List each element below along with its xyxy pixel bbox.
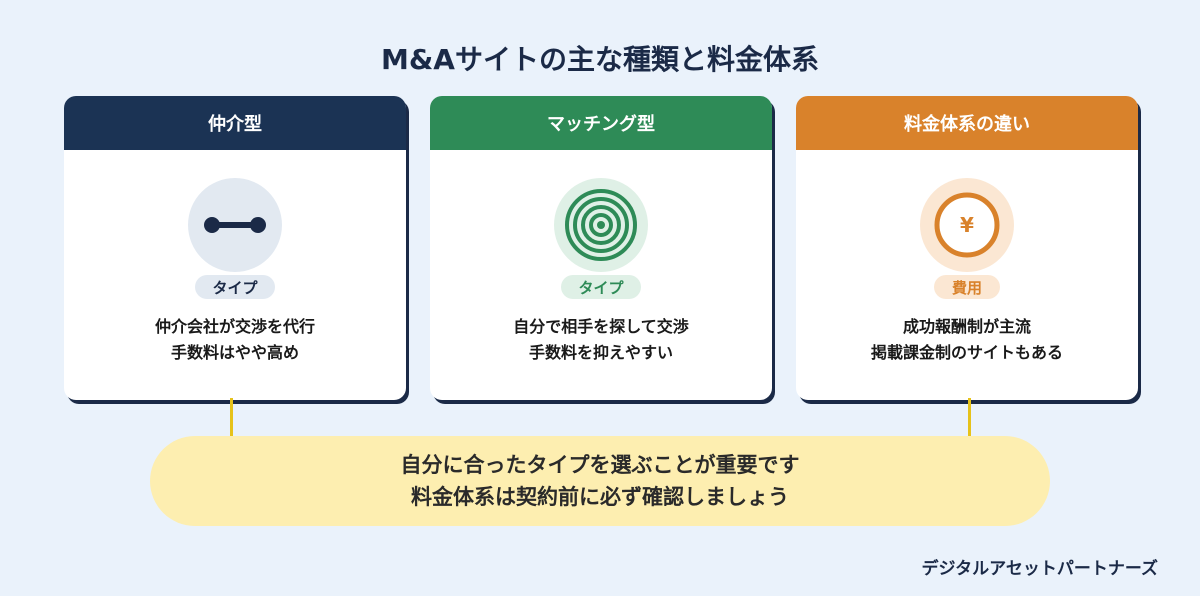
type-pill: タイプ <box>195 275 275 299</box>
card-description: 成功報酬制が主流 掲載課金制のサイトもある <box>796 314 1138 366</box>
card-header-label: マッチング型 <box>547 114 655 135</box>
card-header: 仲介型 <box>64 96 406 150</box>
card-matching-type: マッチング型 タイプ 自分で相手を探して交渉 手数料を抑えやすい <box>430 96 772 400</box>
card-description: 自分で相手を探して交渉 手数料を抑えやすい <box>430 314 772 366</box>
brand-name: デジタルアセットパートナーズ <box>921 559 1158 579</box>
card-header: 料金体系の違い <box>796 96 1138 150</box>
icon-circle <box>188 178 282 272</box>
icon-circle: ¥ <box>920 178 1014 272</box>
connector-line-left <box>230 398 233 438</box>
card-header-label: 仲介型 <box>208 114 262 135</box>
card-fee-structure: 料金体系の違い ¥ 費用 成功報酬制が主流 掲載課金制のサイトもある <box>796 96 1138 400</box>
callout-line: 料金体系は契約前に必ず確認しましょう <box>411 485 789 509</box>
desc-line: 仲介会社が交渉を代行 <box>154 317 315 336</box>
card-header-label: 料金体系の違い <box>904 114 1030 135</box>
page-title: M&Aサイトの主な種類と料金体系 <box>381 43 819 76</box>
callout-line: 自分に合ったタイプを選ぶことが重要です <box>400 453 800 477</box>
type-pill: タイプ <box>561 275 641 299</box>
connector-line-right <box>968 398 971 438</box>
yen-coin-icon: ¥ <box>934 192 1000 258</box>
fee-pill: 費用 <box>934 275 1000 299</box>
desc-line: 手数料はやや高め <box>170 343 299 362</box>
concentric-target-icon <box>565 189 637 261</box>
card-broker-type: 仲介型 タイプ 仲介会社が交渉を代行 手数料はやや高め <box>64 96 406 400</box>
icon-circle <box>554 178 648 272</box>
svg-text:¥: ¥ <box>960 213 974 237</box>
card-header: マッチング型 <box>430 96 772 150</box>
desc-line: 自分で相手を探して交渉 <box>513 317 689 336</box>
desc-line: 手数料を抑えやすい <box>528 343 673 362</box>
summary-callout: 自分に合ったタイプを選ぶことが重要です 料金体系は契約前に必ず確認しましょう <box>150 436 1050 526</box>
desc-line: 成功報酬制が主流 <box>902 317 1031 336</box>
connector-dumbbell-icon <box>204 217 266 233</box>
desc-line: 掲載課金制のサイトもある <box>870 343 1063 362</box>
card-description: 仲介会社が交渉を代行 手数料はやや高め <box>64 314 406 366</box>
